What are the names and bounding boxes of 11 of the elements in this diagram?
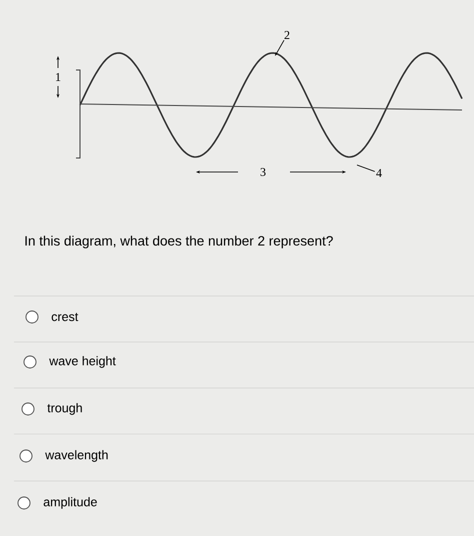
leader-line <box>356 164 376 172</box>
option-text: crest <box>52 312 78 322</box>
callout-number: 3 <box>260 168 266 176</box>
option-text: trough <box>47 403 82 415</box>
option-text: wavelength <box>45 450 108 462</box>
option-text: amplitude <box>44 497 97 509</box>
option-text: wave height <box>49 356 116 368</box>
callout-number: 4 <box>376 169 382 177</box>
question-text: In this diagram, what does the number 2 represent? <box>25 236 333 248</box>
callout-number: 2 <box>284 31 290 39</box>
callout-number: 1 <box>56 73 60 81</box>
